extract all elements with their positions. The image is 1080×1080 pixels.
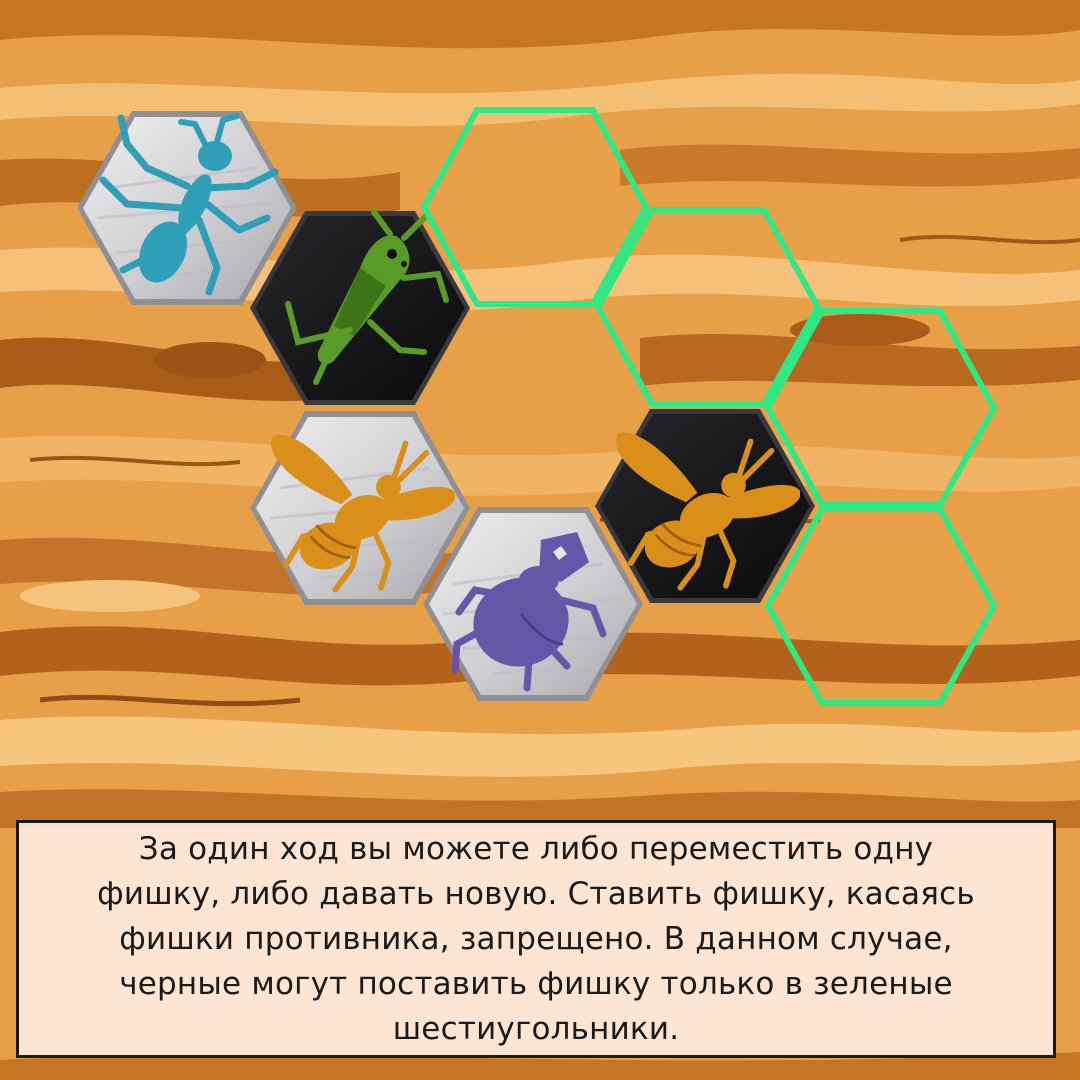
ant-tile[interactable] (75, 109, 299, 307)
rules-line: За один ход вы можете либо переместить о… (138, 830, 934, 867)
placement-target-hex[interactable] (595, 207, 821, 407)
placement-target-hex[interactable] (765, 506, 997, 706)
rules-line: черные могут поставить фишку только в зе… (119, 965, 953, 1002)
rules-caption: За один ход вы можете либо переместить о… (16, 820, 1056, 1058)
rules-line: шестиугольники. (392, 1010, 680, 1047)
grasshopper-tile[interactable] (250, 209, 470, 405)
rules-text: За один ход вы можете либо переместить о… (97, 827, 975, 1052)
grasshopper-icon (285, 209, 449, 385)
ant-icon (99, 113, 279, 296)
rules-line: фишки противника, запрещено. В данном сл… (119, 920, 953, 957)
beetle-tile[interactable] (421, 505, 645, 703)
placement-target-hex[interactable] (765, 308, 997, 508)
placement-target-hex[interactable] (421, 107, 649, 307)
rules-line: фишку, либо давать новую. Ставить фишку,… (97, 875, 975, 912)
beetle-icon (451, 532, 607, 692)
